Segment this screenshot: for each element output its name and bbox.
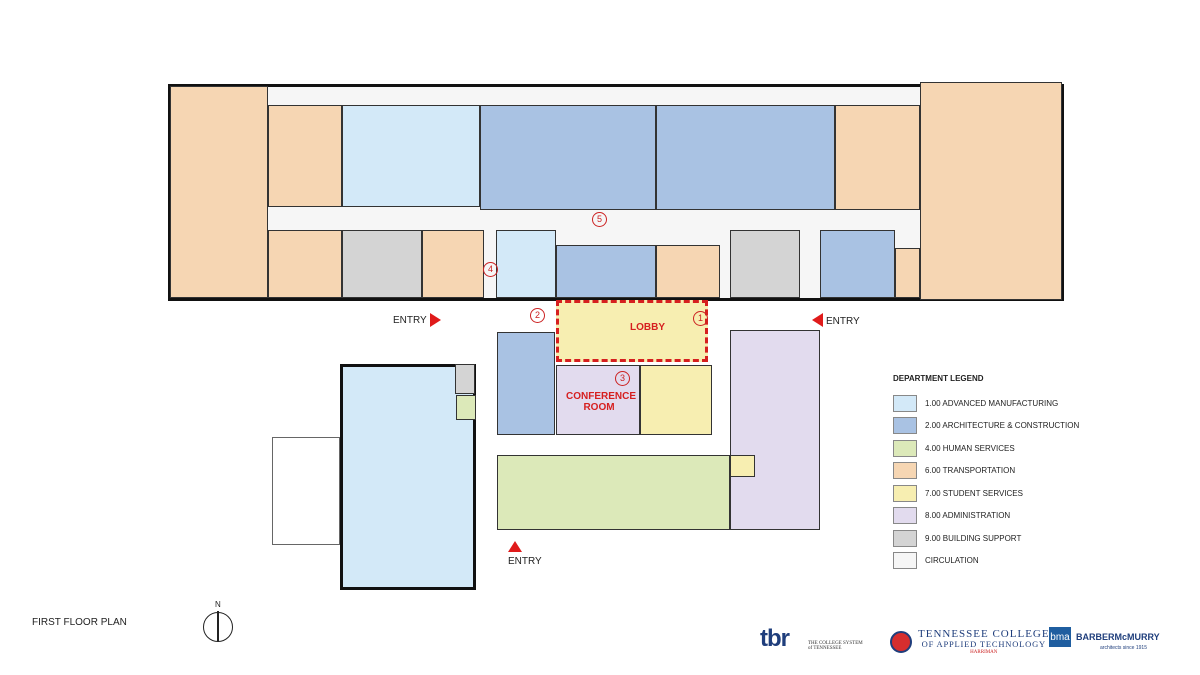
room-ss-small [730, 455, 755, 477]
room-administration [730, 330, 820, 530]
plan-title: FIRST FLOOR PLAN [32, 617, 127, 628]
marker-1: 1 [693, 311, 708, 326]
marker-4: 4 [483, 262, 498, 277]
room-architecture-2 [656, 105, 835, 210]
room-architecture-1 [480, 105, 656, 210]
legend-item: CIRCULATION [893, 550, 1079, 573]
room-transportation-3 [268, 230, 342, 298]
room-transportation-bay [170, 86, 268, 298]
marker-2: 2 [530, 308, 545, 323]
room-classroom-ac-2 [820, 230, 895, 298]
department-legend: DEPARTMENT LEGEND 1.00 ADVANCED MANUFACT… [893, 374, 1079, 572]
room-support-small [455, 364, 475, 394]
room-advanced-manufacturing-lab [340, 364, 476, 590]
north-label: N [215, 600, 221, 609]
lobby [556, 300, 708, 362]
entry-arrow-icon [430, 313, 441, 327]
legend-item: 2.00 ARCHITECTURE & CONSTRUCTION [893, 415, 1079, 438]
legend-item: 4.00 HUMAN SERVICES [893, 437, 1079, 460]
room-classroom-tr-2 [656, 245, 720, 298]
room-student-services [640, 365, 712, 435]
entry-arrow-icon [812, 313, 823, 327]
barbermcmurry-tagline: architects since 1915 [1100, 645, 1147, 651]
room-advanced-manufacturing [342, 105, 480, 207]
conference-room-label: CONFERENCE ROOM [566, 391, 637, 413]
room-transportation-2 [835, 105, 920, 210]
room-human-services [497, 455, 730, 530]
room-architecture-3 [497, 332, 555, 435]
room-classroom-ac [556, 245, 656, 298]
entry-label-south: ENTRY [508, 556, 542, 567]
legend-item: 7.00 STUDENT SERVICES [893, 482, 1079, 505]
tcat-logo: TENNESSEE COLLEGE OF APPLIED TECHNOLOGY … [918, 628, 1050, 655]
legend-item: 6.00 TRANSPORTATION [893, 460, 1079, 483]
barbermcmurry-name: BARBERMcMURRY [1076, 632, 1160, 642]
entry-arrow-icon [508, 541, 522, 552]
room-tr-small [895, 248, 920, 298]
room-transportation-bay-2 [920, 82, 1062, 300]
outdoor-yard [272, 437, 340, 545]
north-arrow-icon [203, 611, 233, 642]
room-classroom-am [496, 230, 556, 298]
marker-3: 3 [615, 371, 630, 386]
room-building-support [342, 230, 422, 298]
room-classroom-tr [422, 230, 484, 298]
entry-label-east: ENTRY [826, 316, 860, 327]
legend-item: 9.00 BUILDING SUPPORT [893, 527, 1079, 550]
entry-label-west: ENTRY [393, 315, 427, 326]
room-restrooms [730, 230, 800, 298]
legend-item: 8.00 ADMINISTRATION [893, 505, 1079, 528]
tcat-seal-icon [890, 631, 912, 653]
room-hs-small [456, 395, 476, 420]
tbr-logo: tbr [760, 625, 790, 652]
lobby-label: LOBBY [630, 322, 665, 333]
legend-item: 1.00 ADVANCED MANUFACTURING [893, 392, 1079, 415]
room-transportation [268, 105, 342, 207]
marker-5: 5 [592, 212, 607, 227]
legend-title: DEPARTMENT LEGEND [893, 374, 984, 383]
bma-logo: bma [1049, 627, 1071, 647]
